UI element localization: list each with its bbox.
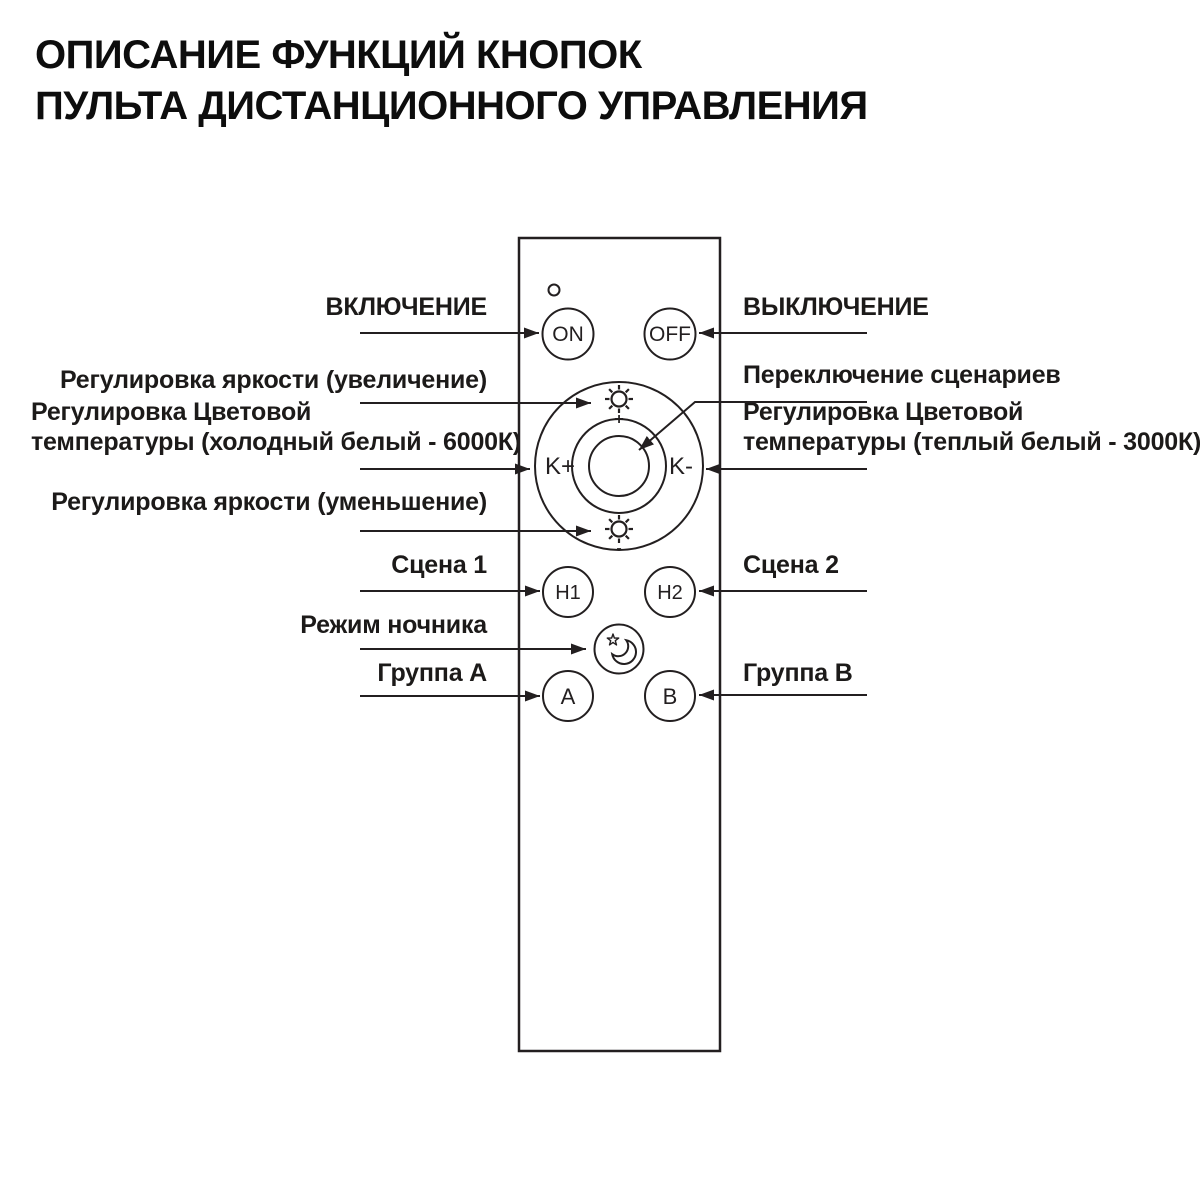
- k-plus-button-label: K+: [545, 453, 575, 480]
- brightness-up-sun-icon: [603, 383, 635, 415]
- h1-button: H1: [542, 566, 594, 618]
- label-color-temp-cold-line-1: Регулировка Цветовой: [31, 398, 312, 426]
- label-group-a: Группа A: [377, 659, 487, 687]
- arrow-scenario-switch: [638, 401, 867, 451]
- night-mode-button: [593, 623, 645, 675]
- off-button-label: OFF: [649, 323, 691, 346]
- label-color-temp-cold-line-2: температуры (холодный белый - 6000К): [31, 428, 522, 456]
- label-brightness-down: Регулировка яркости (уменьшение): [51, 488, 487, 516]
- page-title-line-1: ОПИСАНИЕ ФУНКЦИЙ КНОПОК: [35, 33, 642, 77]
- on-button: ON: [541, 307, 595, 361]
- star-icon: [606, 633, 620, 646]
- brightness-up-plus-sign: +: [614, 411, 623, 428]
- group-b-button: B: [644, 670, 696, 722]
- h2-button-label: H2: [657, 582, 683, 604]
- brightness-down-sun-icon: [603, 513, 635, 545]
- group-a-button: A: [542, 670, 594, 722]
- group-b-button-label: B: [663, 684, 678, 709]
- label-night-mode: Режим ночника: [300, 611, 487, 639]
- label-color-temp-warm-line-2: температуры (теплый белый - 3000К): [743, 428, 1200, 456]
- label-power-off: ВЫКЛЮЧЕНИЕ: [743, 293, 929, 321]
- label-color-temp-cold: Регулировка Цветовой температуры (холодн…: [31, 397, 521, 457]
- indicator-led-icon: [547, 283, 561, 297]
- k-minus-button-label: K-: [669, 453, 693, 480]
- label-color-temp-warm: Регулировка Цветовой температуры (теплый…: [743, 397, 1200, 457]
- on-button-label: ON: [552, 323, 584, 346]
- dial-ring: [534, 381, 704, 551]
- label-scenario-switch: Переключение сценариев: [743, 361, 1061, 389]
- scenario-switch-button: [588, 435, 650, 497]
- label-scene-1: Сцена 1: [391, 551, 487, 579]
- h1-button-label: H1: [555, 582, 581, 604]
- label-brightness-up: Регулировка яркости (увеличение): [59, 366, 487, 394]
- remote-body-outline: [517, 236, 722, 1053]
- label-group-b: Группа B: [743, 659, 853, 687]
- label-power-on: ВКЛЮЧЕНИЕ: [325, 293, 488, 321]
- label-scene-2: Сцена 2: [743, 551, 839, 579]
- page-title-line-2: ПУЛЬТА ДИСТАНЦИОННОГО УПРАВЛЕНИЯ: [35, 84, 868, 128]
- off-button: OFF: [643, 307, 697, 361]
- group-a-button-label: A: [561, 684, 576, 709]
- page-title: ОПИСАНИЕ ФУНКЦИЙ КНОПОК ПУЛЬТА ДИСТАНЦИО…: [35, 30, 868, 132]
- moon-icon: [610, 638, 637, 665]
- brightness-down-minus-sign: -: [616, 540, 621, 557]
- h2-button: H2: [644, 566, 696, 618]
